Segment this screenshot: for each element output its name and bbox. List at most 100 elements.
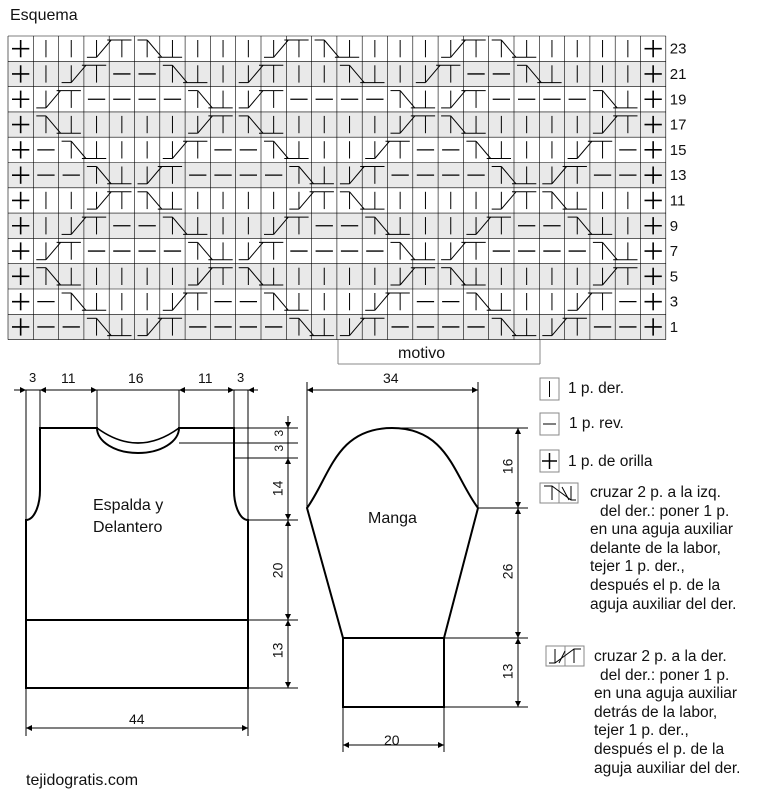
body-dim-right-2: 3 (272, 444, 287, 452)
cross-left-stitch-b (486, 141, 511, 159)
cross-right-stitch-a (264, 216, 289, 235)
cross-left-stitch-a (61, 140, 87, 159)
cross-right-stitch-b (461, 39, 486, 58)
legend-cross-right-line: tejer 1 p. der., (594, 722, 689, 740)
body-dim-top-neck: 16 (128, 370, 144, 386)
cross-right-stitch-b (56, 241, 81, 260)
sleeve-outline (305, 426, 480, 639)
edge-stitch (644, 166, 662, 184)
legend-edge: 1 p. de orilla (568, 453, 653, 470)
cross-left-stitch-a (466, 140, 492, 159)
edge-stitch (644, 318, 662, 336)
cross-left-stitch-b (360, 65, 385, 84)
row-number: 11 (670, 192, 686, 209)
cross-right-stitch-a (339, 166, 365, 185)
cross-right-stitch-a (86, 191, 112, 210)
cross-left-stitch-a (188, 90, 213, 109)
sleeve-arrowheads (307, 387, 521, 748)
cross-left-stitch-b (107, 166, 132, 185)
cross-left-stitch-a (592, 90, 618, 109)
cross-right-stitch-b (613, 115, 638, 134)
sleeve-dim-top: 34 (383, 370, 399, 386)
cross-right-stitch-a (567, 292, 593, 311)
cross-right-stitch-b (259, 90, 284, 108)
cross-right-stitch-b (461, 90, 486, 108)
body-dim-top-right: 11 (198, 370, 213, 386)
edge-stitch (644, 90, 662, 108)
cross-left-stitch-a (441, 267, 466, 286)
cross-right-stitch-b (107, 39, 132, 58)
cross-left-stitch-b (587, 217, 613, 235)
legend-cross-right-line: cruzar 2 p. a la der. (594, 648, 727, 665)
sleeve-dim-right-3: 13 (499, 663, 516, 680)
neck-front-curve (96, 427, 180, 444)
edge-stitch (12, 242, 30, 260)
row-number: 1 (670, 319, 678, 336)
cross-right-stitch-a (36, 242, 61, 261)
sleeve-dim-right-2: 26 (499, 563, 516, 580)
cross-right-stitch-a (592, 115, 618, 134)
cross-right-stitch-a (365, 292, 390, 311)
purl-stitch-icon (539, 412, 560, 436)
body-dim-top-right-edge: 3 (237, 370, 245, 385)
site-label: tejidogratis.com (26, 772, 139, 789)
cross-right-stitch-a (137, 166, 163, 185)
legend-cross-right-line: detrás de la labor, (594, 703, 718, 721)
edge-stitch (12, 166, 30, 184)
body-schematic (25, 427, 249, 689)
cross-right-stitch-b (587, 140, 613, 159)
cross-left-stitch-b (334, 40, 360, 58)
row-number: 5 (670, 268, 678, 285)
sleeve-dim-right-1: 16 (499, 458, 516, 475)
row-number: 15 (670, 142, 687, 159)
cross-right-stitch-b (309, 191, 334, 210)
edge-stitch (644, 65, 662, 83)
edge-stitch (12, 141, 30, 159)
cross-right-stitch-a (542, 317, 567, 337)
row-number: 19 (670, 91, 687, 108)
cross-left-stitch-a (592, 241, 618, 261)
cross-left-stitch-b (360, 191, 385, 210)
edge-stitch (12, 318, 30, 336)
cross-left-stitch-a (188, 241, 213, 261)
cross-left-stitch-b (259, 267, 284, 286)
sleeve-cuff (342, 637, 445, 708)
cross-right-stitch-a (238, 242, 264, 261)
legend-cross-right-line: aguja auxiliar del der. (594, 759, 741, 777)
cross-left-icon (539, 482, 579, 504)
legend-purl: 1 p. rev. (569, 415, 624, 432)
cross-left-stitch-b (208, 90, 233, 109)
cross-left-stitch-a (162, 216, 188, 235)
cross-left-stitch-b (461, 115, 486, 134)
cross-right-stitch-b (360, 317, 385, 336)
cross-left-stitch-b (512, 318, 537, 337)
cross-left-stitch-a (137, 191, 163, 210)
legend-cross-right: cruzar 2 p. a la der. del der.: poner 1 … (594, 648, 741, 778)
cross-right-stitch-b (81, 216, 107, 235)
legend-cross-left-line: en una aguja auxiliar (590, 521, 734, 539)
cross-left-stitch-b (208, 242, 233, 261)
cross-right-stitch-b (562, 317, 587, 336)
cross-left-stitch-a (491, 166, 517, 185)
edge-stitch (12, 115, 30, 134)
cross-left-stitch-b (461, 267, 486, 286)
cross-right-stitch-a (238, 90, 264, 109)
cross-right-stitch-b (56, 90, 81, 108)
edge-stitch (644, 293, 662, 311)
cross-right-stitch-a (162, 140, 188, 159)
edge-stitch-icon (539, 449, 560, 473)
row-number: 21 (670, 66, 687, 83)
row-number: 23 (670, 41, 687, 58)
cross-right-stitch-a (441, 90, 466, 109)
cross-left-stitch-b (562, 191, 587, 210)
edge-stitch (12, 217, 30, 235)
cross-right-stitch-b (259, 64, 284, 83)
edge-stitch (12, 40, 30, 58)
row-number: 7 (670, 243, 678, 260)
cross-right-stitch-a (61, 64, 87, 84)
sleeve-dimensions (306, 382, 528, 752)
cross-left-stitch-a (491, 317, 517, 336)
cross-left-stitch-b (157, 40, 183, 58)
cross-left-stitch-a (36, 115, 61, 134)
cross-right-stitch-b (208, 267, 233, 285)
